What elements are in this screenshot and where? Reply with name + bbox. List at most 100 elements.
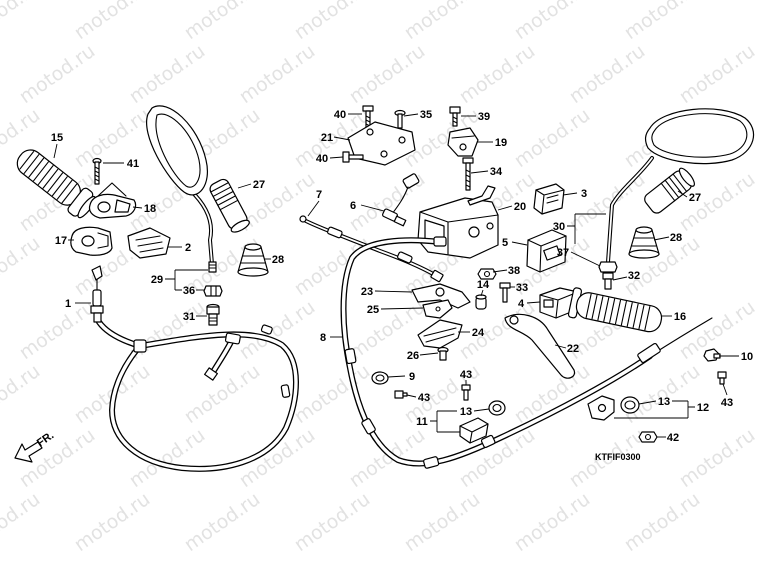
bolt-43-a <box>394 390 408 399</box>
watermark-text: motod.ru <box>125 40 209 108</box>
callout-24: 24 <box>472 327 485 339</box>
watermark-text: motod.ru <box>290 0 374 44</box>
callout-32: 32 <box>628 270 640 282</box>
callout-39: 39 <box>478 111 490 123</box>
callout-15: 15 <box>51 132 63 144</box>
watermark-text: motod.ru <box>400 488 484 556</box>
grip-right <box>567 287 663 333</box>
callout-12: 12 <box>697 402 709 414</box>
callout-16: 16 <box>674 311 686 323</box>
mirror-left <box>146 105 217 273</box>
callout-38: 38 <box>508 265 520 277</box>
callout-41: 41 <box>127 158 139 170</box>
master-cylinder-20 <box>417 185 499 259</box>
callout-7: 7 <box>316 189 322 201</box>
callout-13-center: 13 <box>460 406 472 418</box>
bolt-31 <box>206 303 220 326</box>
watermark-text: motod.ru <box>235 296 319 364</box>
callout-2: 2 <box>185 242 191 254</box>
callout-19: 19 <box>495 137 507 149</box>
watermark-text: motod.ru <box>70 488 154 556</box>
bolt-34 <box>462 157 474 191</box>
watermark-text: motod.ru <box>15 296 99 364</box>
front-arrow-icon <box>14 441 43 463</box>
watermark-text: motod.ru <box>180 0 264 44</box>
figure-code: KTFIF0300 <box>595 452 641 462</box>
bolt-26 <box>437 346 449 361</box>
callout-23: 23 <box>361 286 373 298</box>
watermark-text: motod.ru <box>15 40 99 108</box>
watermark-text: motod.ru <box>510 0 594 44</box>
callout-21: 21 <box>321 132 333 144</box>
callout-11: 11 <box>416 416 428 428</box>
callout-28-right: 28 <box>670 232 682 244</box>
callouts: 15 41 18 27 17 2 28 29 36 31 1 40 35 39 … <box>51 109 753 444</box>
callout-35: 35 <box>420 109 432 121</box>
callout-27-left: 27 <box>253 179 265 191</box>
throttle-cable <box>90 265 299 472</box>
spring-plate-25 <box>422 299 453 319</box>
callout-3: 3 <box>581 188 587 200</box>
clamp-9 <box>371 371 389 385</box>
screw-41 <box>92 157 102 185</box>
callout-17: 17 <box>55 235 67 247</box>
bracket-plate-21 <box>347 121 416 166</box>
bolt-33 <box>499 282 511 303</box>
callout-42: 42 <box>667 432 679 444</box>
bracket-12 <box>587 395 615 421</box>
watermark-text: motod.ru <box>70 0 154 44</box>
callout-40-side: 40 <box>316 153 328 165</box>
watermark-text: motod.ru <box>455 40 539 108</box>
watermark-text: motod.ru <box>0 488 44 556</box>
watermark-text: motod.ru <box>0 232 44 300</box>
callout-10: 10 <box>741 351 753 363</box>
lever-bracket-23 <box>411 283 471 309</box>
callout-29: 29 <box>151 274 163 286</box>
leader-lines <box>53 113 739 438</box>
mirror-boot-right <box>644 167 695 214</box>
stop-switch-wire-6 <box>382 173 420 227</box>
watermark-text: motod.ru <box>0 0 44 44</box>
callout-30: 30 <box>553 221 565 233</box>
mirror-boot-left <box>209 178 250 233</box>
clamp-19 <box>447 127 479 157</box>
watermark-text: motod.ru <box>345 424 429 492</box>
callout-9: 9 <box>409 371 415 383</box>
nut-37 <box>598 261 618 273</box>
callout-28-left: 28 <box>272 254 284 266</box>
ring-13-a <box>488 400 506 416</box>
callout-33: 33 <box>516 282 528 294</box>
cable-stay-11 <box>459 417 489 444</box>
watermark-text: motod.ru <box>565 40 649 108</box>
nut-42 <box>638 431 658 443</box>
callout-4: 4 <box>518 298 525 310</box>
callout-37: 37 <box>557 247 569 259</box>
callout-6: 6 <box>350 200 356 212</box>
callout-5: 5 <box>502 237 508 249</box>
watermark-text: motod.ru <box>125 296 209 364</box>
callout-22: 22 <box>567 343 579 355</box>
throttle-housing <box>88 182 137 219</box>
callout-14: 14 <box>477 279 490 291</box>
cap-14 <box>475 294 487 310</box>
watermark-text: motod.ru <box>125 424 209 492</box>
connector-3 <box>533 183 565 215</box>
equalizer-24 <box>417 319 463 349</box>
bolt-32 <box>602 272 614 290</box>
watermark-text: motod.ru <box>345 40 429 108</box>
screw-39 <box>449 106 461 127</box>
watermark-text: motod.ru <box>675 424 759 492</box>
mirror-cover-left <box>237 243 269 277</box>
watermark-text: motod.ru <box>0 360 44 428</box>
brake-cable-7 <box>299 215 444 283</box>
watermark-text: motod.ru <box>510 488 594 556</box>
brake-lever-22 <box>504 313 576 379</box>
screw-35 <box>394 109 406 129</box>
callout-13-right: 13 <box>658 396 670 408</box>
callout-8: 8 <box>320 332 326 344</box>
callout-26: 26 <box>407 350 419 362</box>
watermark-text: motod.ru <box>510 104 594 172</box>
watermark-text: motod.ru <box>290 488 374 556</box>
